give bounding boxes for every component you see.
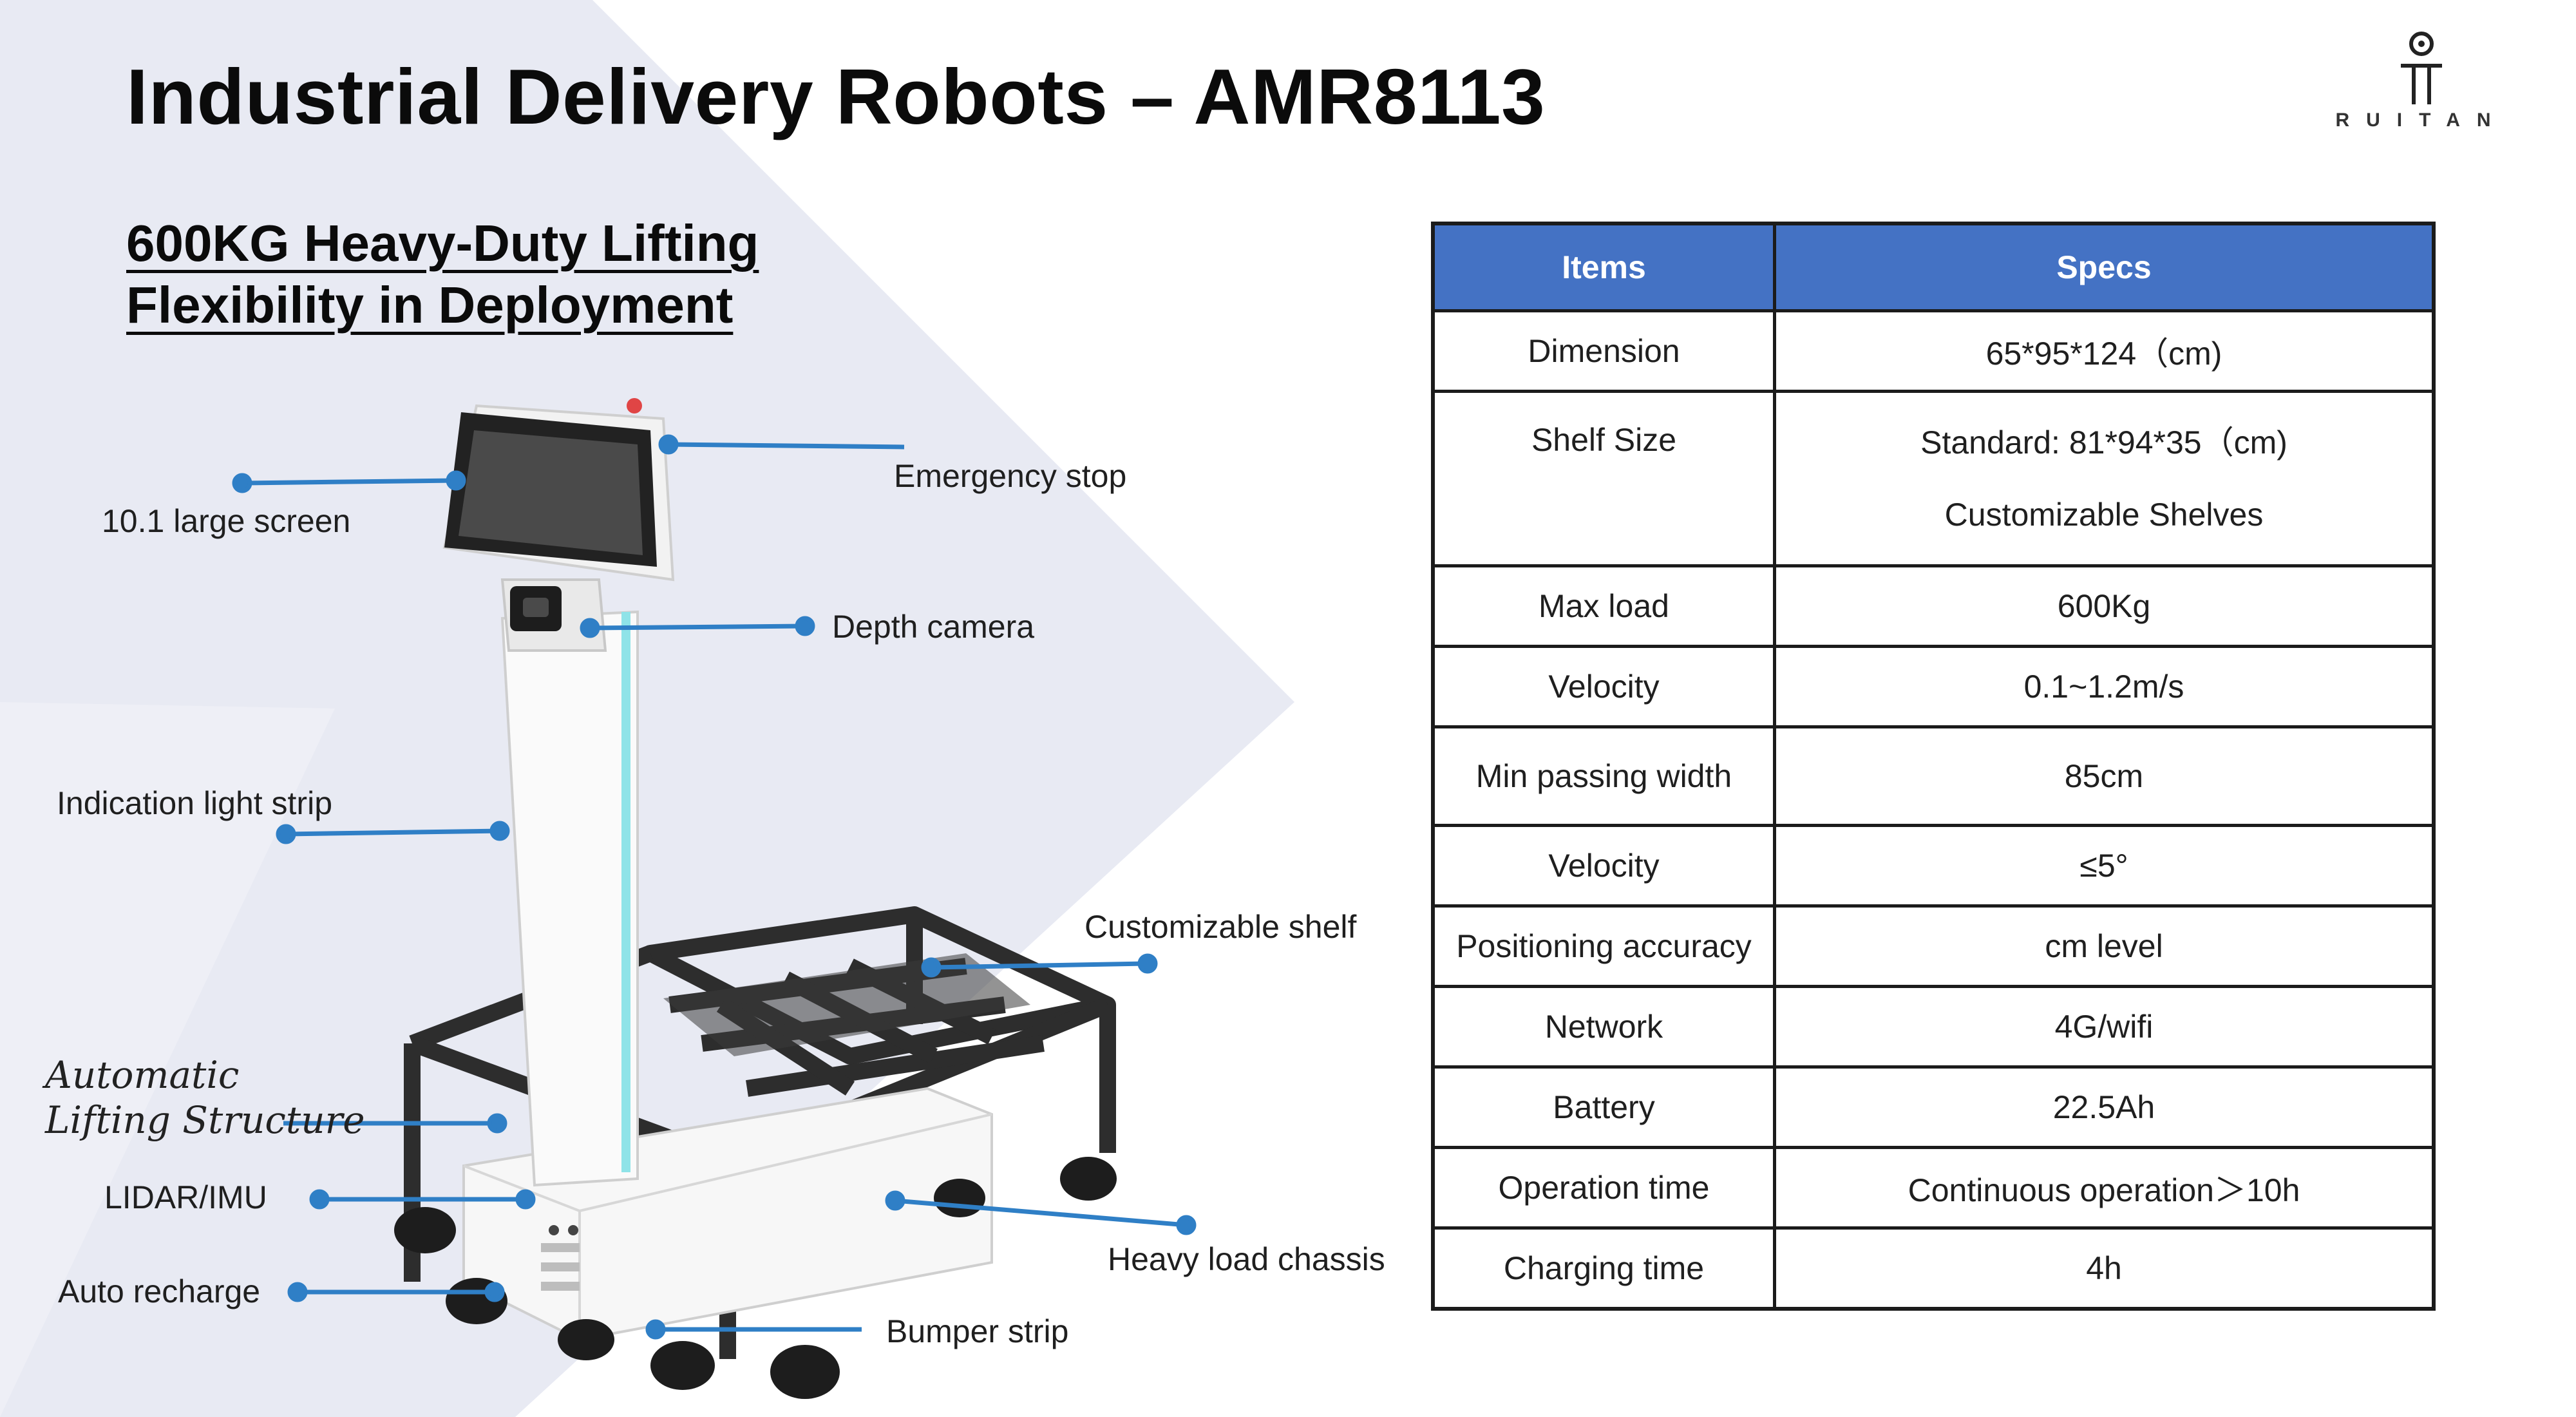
item-cell: Min passing width [1431, 725, 1776, 827]
table-row: Positioning accuracy cm level [1431, 904, 2436, 988]
table-row: Network 4G/wifi [1431, 985, 2436, 1069]
spec-cell: 4h [1773, 1226, 2436, 1311]
callout-bumper-strip: Bumper strip [886, 1313, 1069, 1349]
item-cell: Charging time [1431, 1226, 1776, 1311]
item-cell: Positioning accuracy [1431, 904, 1776, 988]
callout-lidar: LIDAR/IMU [104, 1179, 267, 1215]
item-cell: Battery [1431, 1065, 1776, 1149]
table-row: Max load 600Kg [1431, 564, 2436, 648]
header-specs: Specs [1773, 222, 2436, 312]
callout-lifting-line-2: Lifting Structure [45, 1098, 365, 1142]
table-row: Battery 22.5Ah [1431, 1065, 2436, 1149]
spec-table: Items Specs Dimension 65*95*124（cm) Shel… [1431, 222, 2436, 1311]
table-row: Velocity ≤5° [1431, 824, 2436, 908]
item-cell: Velocity [1431, 645, 1776, 728]
table-row: Charging time 4h [1431, 1226, 2436, 1311]
robot-illustration [394, 398, 1117, 1399]
spec-cell: 65*95*124（cm) [1773, 309, 2436, 393]
item-cell: Operation time [1431, 1146, 1776, 1230]
callout-large-screen: 10.1 large screen [102, 503, 351, 539]
spec-cell: Continuous operation＞10h [1773, 1146, 2436, 1230]
callout-emergency-stop: Emergency stop [894, 458, 1127, 494]
item-cell: Dimension [1431, 309, 1776, 393]
spec-cell: Standard: 81*94*35（cm) Customizable Shel… [1773, 390, 2436, 567]
logo-text: RUITAN [2335, 109, 2508, 131]
spec-line-1: Standard: 81*94*35（cm) [1920, 424, 2287, 461]
robot-screen [442, 398, 675, 582]
callout-lifting-line-1: Automatic [45, 1053, 240, 1097]
spec-line-2: Customizable Shelves [1944, 497, 2264, 533]
table-row: Operation time Continuous operation＞10h [1431, 1146, 2436, 1230]
table-row: Dimension 65*95*124（cm) [1431, 309, 2436, 393]
callout-auto-recharge: Auto recharge [58, 1273, 261, 1309]
table-row: Shelf Size Standard: 81*94*35（cm) Custom… [1431, 390, 2436, 567]
item-cell: Shelf Size [1431, 390, 1776, 567]
subtitle-block: 600KG Heavy-Duty Lifting Flexibility in … [126, 213, 759, 336]
callout-custom-shelf: Customizable shelf [1084, 909, 1357, 945]
spec-cell: ≤5° [1773, 824, 2436, 908]
spec-cell: 4G/wifi [1773, 985, 2436, 1069]
spec-cell: 22.5Ah [1773, 1065, 2436, 1149]
subtitle-line-2: Flexibility in Deployment [126, 276, 734, 334]
ruitan-logo: RUITAN [2312, 26, 2531, 142]
item-cell: Network [1431, 985, 1776, 1069]
header-items: Items [1431, 222, 1776, 312]
robot-column [500, 578, 639, 1187]
item-cell: Max load [1431, 564, 1776, 648]
callout-depth-camera: Depth camera [832, 609, 1035, 645]
spec-cell: 600Kg [1773, 564, 2436, 648]
spec-cell: 85cm [1773, 725, 2436, 827]
callout-light-strip: Indication light strip [57, 785, 333, 821]
table-row: Min passing width 85cm [1431, 725, 2436, 827]
callout-lifting-structure: Automatic Lifting Structure [45, 1052, 365, 1143]
ruitan-logo-icon [2401, 32, 2442, 104]
subtitle-line-1: 600KG Heavy-Duty Lifting [126, 214, 759, 272]
callout-heavy-chassis: Heavy load chassis [1108, 1241, 1385, 1277]
spec-cell: 0.1~1.2m/s [1773, 645, 2436, 728]
page-title: Industrial Delivery Robots – AMR8113 [126, 53, 1546, 140]
spec-table-header: Items Specs [1431, 222, 2436, 312]
spec-cell: cm level [1773, 904, 2436, 988]
item-cell: Velocity [1431, 824, 1776, 908]
table-row: Velocity 0.1~1.2m/s [1431, 645, 2436, 728]
